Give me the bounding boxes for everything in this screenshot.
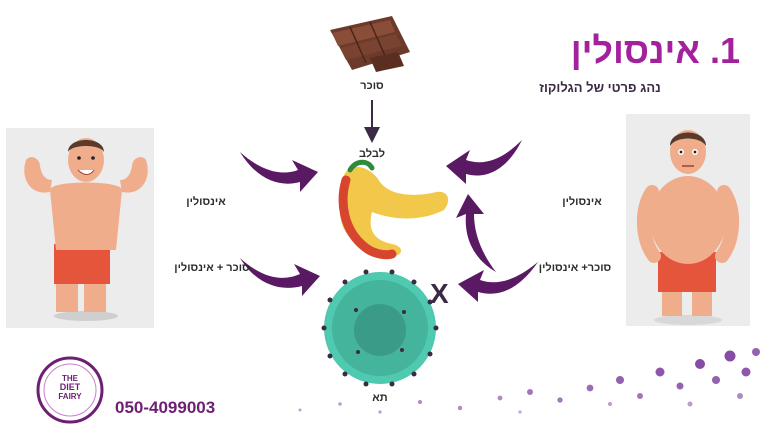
logo-line2: DIET	[59, 382, 81, 392]
blocked-x-mark: X	[430, 278, 449, 309]
phone-number[interactable]: 050-4099003	[115, 398, 216, 417]
logo-line1: THE	[62, 374, 78, 383]
insulin-label-right: אינסולין	[562, 196, 602, 208]
diet-fairy-logo	[36, 356, 104, 424]
insulin-label-left: אינסולין	[186, 196, 226, 208]
curved-arrows	[240, 140, 538, 302]
sugar-insulin-label-right: סוכר+ אינסולין	[538, 262, 612, 274]
logo-text: THE DIET FAIRY	[48, 374, 92, 401]
page-title: 1. אינסולין	[570, 30, 740, 71]
pancreas-image	[338, 159, 449, 260]
logo-line3: FAIRY	[58, 392, 82, 401]
page-subtitle: נהג פרטי של הגלוקוז	[539, 80, 661, 95]
overweight-man-image	[636, 130, 740, 325]
chocolate-bar-image	[330, 16, 410, 72]
sugar-label: סוכר	[360, 80, 384, 92]
sugar-insulin-label-left: סוכר + אינסולין	[174, 262, 250, 274]
cell-image	[321, 269, 439, 387]
sparkle-swoosh	[298, 348, 760, 414]
pancreas-label: לבלב	[358, 148, 385, 160]
cell-label: תא	[372, 392, 388, 404]
muscular-man-image	[24, 138, 148, 321]
